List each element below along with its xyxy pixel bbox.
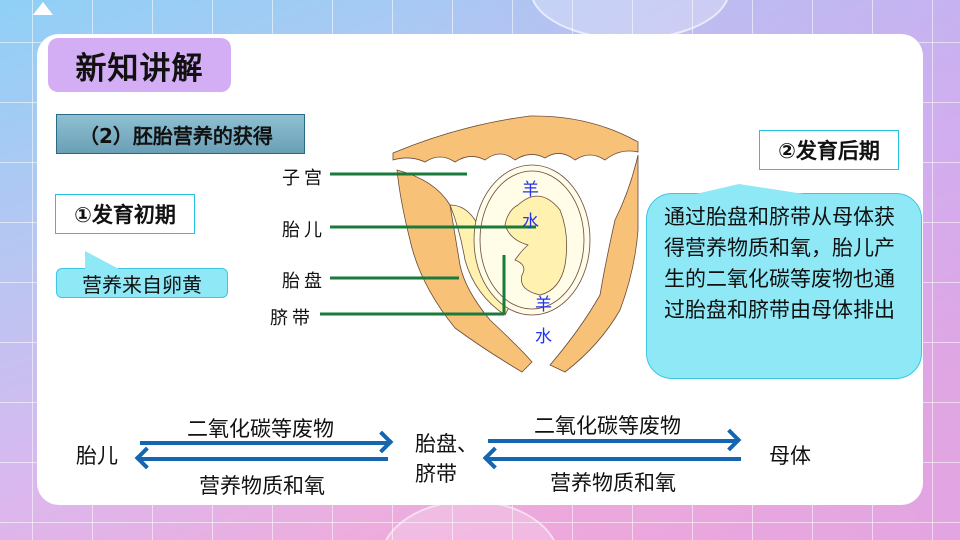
late-stage-callout: 通过胎盘和脐带从母体获得营养物质和氧，胎儿产生的二氧化碳等废物也通过胎盘和脐带由… xyxy=(646,193,922,379)
fetus-label: 胎儿 xyxy=(282,220,326,241)
early-stage-note: 营养来自卵黄 xyxy=(82,272,202,297)
flow-waste-label-2: 二氧化碳等废物 xyxy=(534,414,681,438)
slide-subtitle: （2）胚胎营养的获得 xyxy=(56,114,305,154)
flow-waste-label-1: 二氧化碳等废物 xyxy=(187,417,334,441)
arrow-right-icon xyxy=(488,439,736,443)
amniotic-fluid-label-top-2: 水 xyxy=(522,212,539,232)
amniotic-fluid-label-top-1: 羊 xyxy=(522,180,539,200)
early-stage-label: ①发育初期 xyxy=(55,194,195,234)
flow-placenta-line2: 脐带 xyxy=(415,462,457,486)
flow-fetus: 胎儿 xyxy=(76,444,118,468)
amniotic-fluid-label-bottom-1: 羊 xyxy=(535,295,552,315)
section-title: 新知讲解 xyxy=(48,38,231,92)
arrow-right-icon xyxy=(140,441,388,445)
arrow-left-icon xyxy=(488,457,741,461)
uterus-label: 子宫 xyxy=(282,168,326,189)
amniotic-fluid-label-bottom-2: 水 xyxy=(535,327,552,347)
flow-nutrient-label-2: 营养物质和氧 xyxy=(550,471,676,495)
placenta-label: 胎盘 xyxy=(282,271,326,292)
late-stage-label: ②发育后期 xyxy=(759,130,899,170)
flow-mother: 母体 xyxy=(769,444,811,468)
early-stage-callout: 营养来自卵黄 xyxy=(56,251,228,298)
arrow-left-icon xyxy=(140,457,388,461)
late-stage-note: 通过胎盘和脐带从母体获得营养物质和氧，胎儿产生的二氧化碳等废物也通过胎盘和脐带由… xyxy=(664,205,895,322)
umbilical-cord-label: 脐带 xyxy=(270,308,314,329)
uterus-illustration xyxy=(320,115,639,373)
fetus-in-uterus-diagram: 子宫 胎儿 胎盘 脐带 羊 水 羊 水 xyxy=(260,100,640,390)
flow-nutrient-label-1: 营养物质和氧 xyxy=(199,474,325,498)
flow-placenta-line1: 胎盘、 xyxy=(415,432,478,456)
decorative-triangle-icon xyxy=(33,2,53,15)
